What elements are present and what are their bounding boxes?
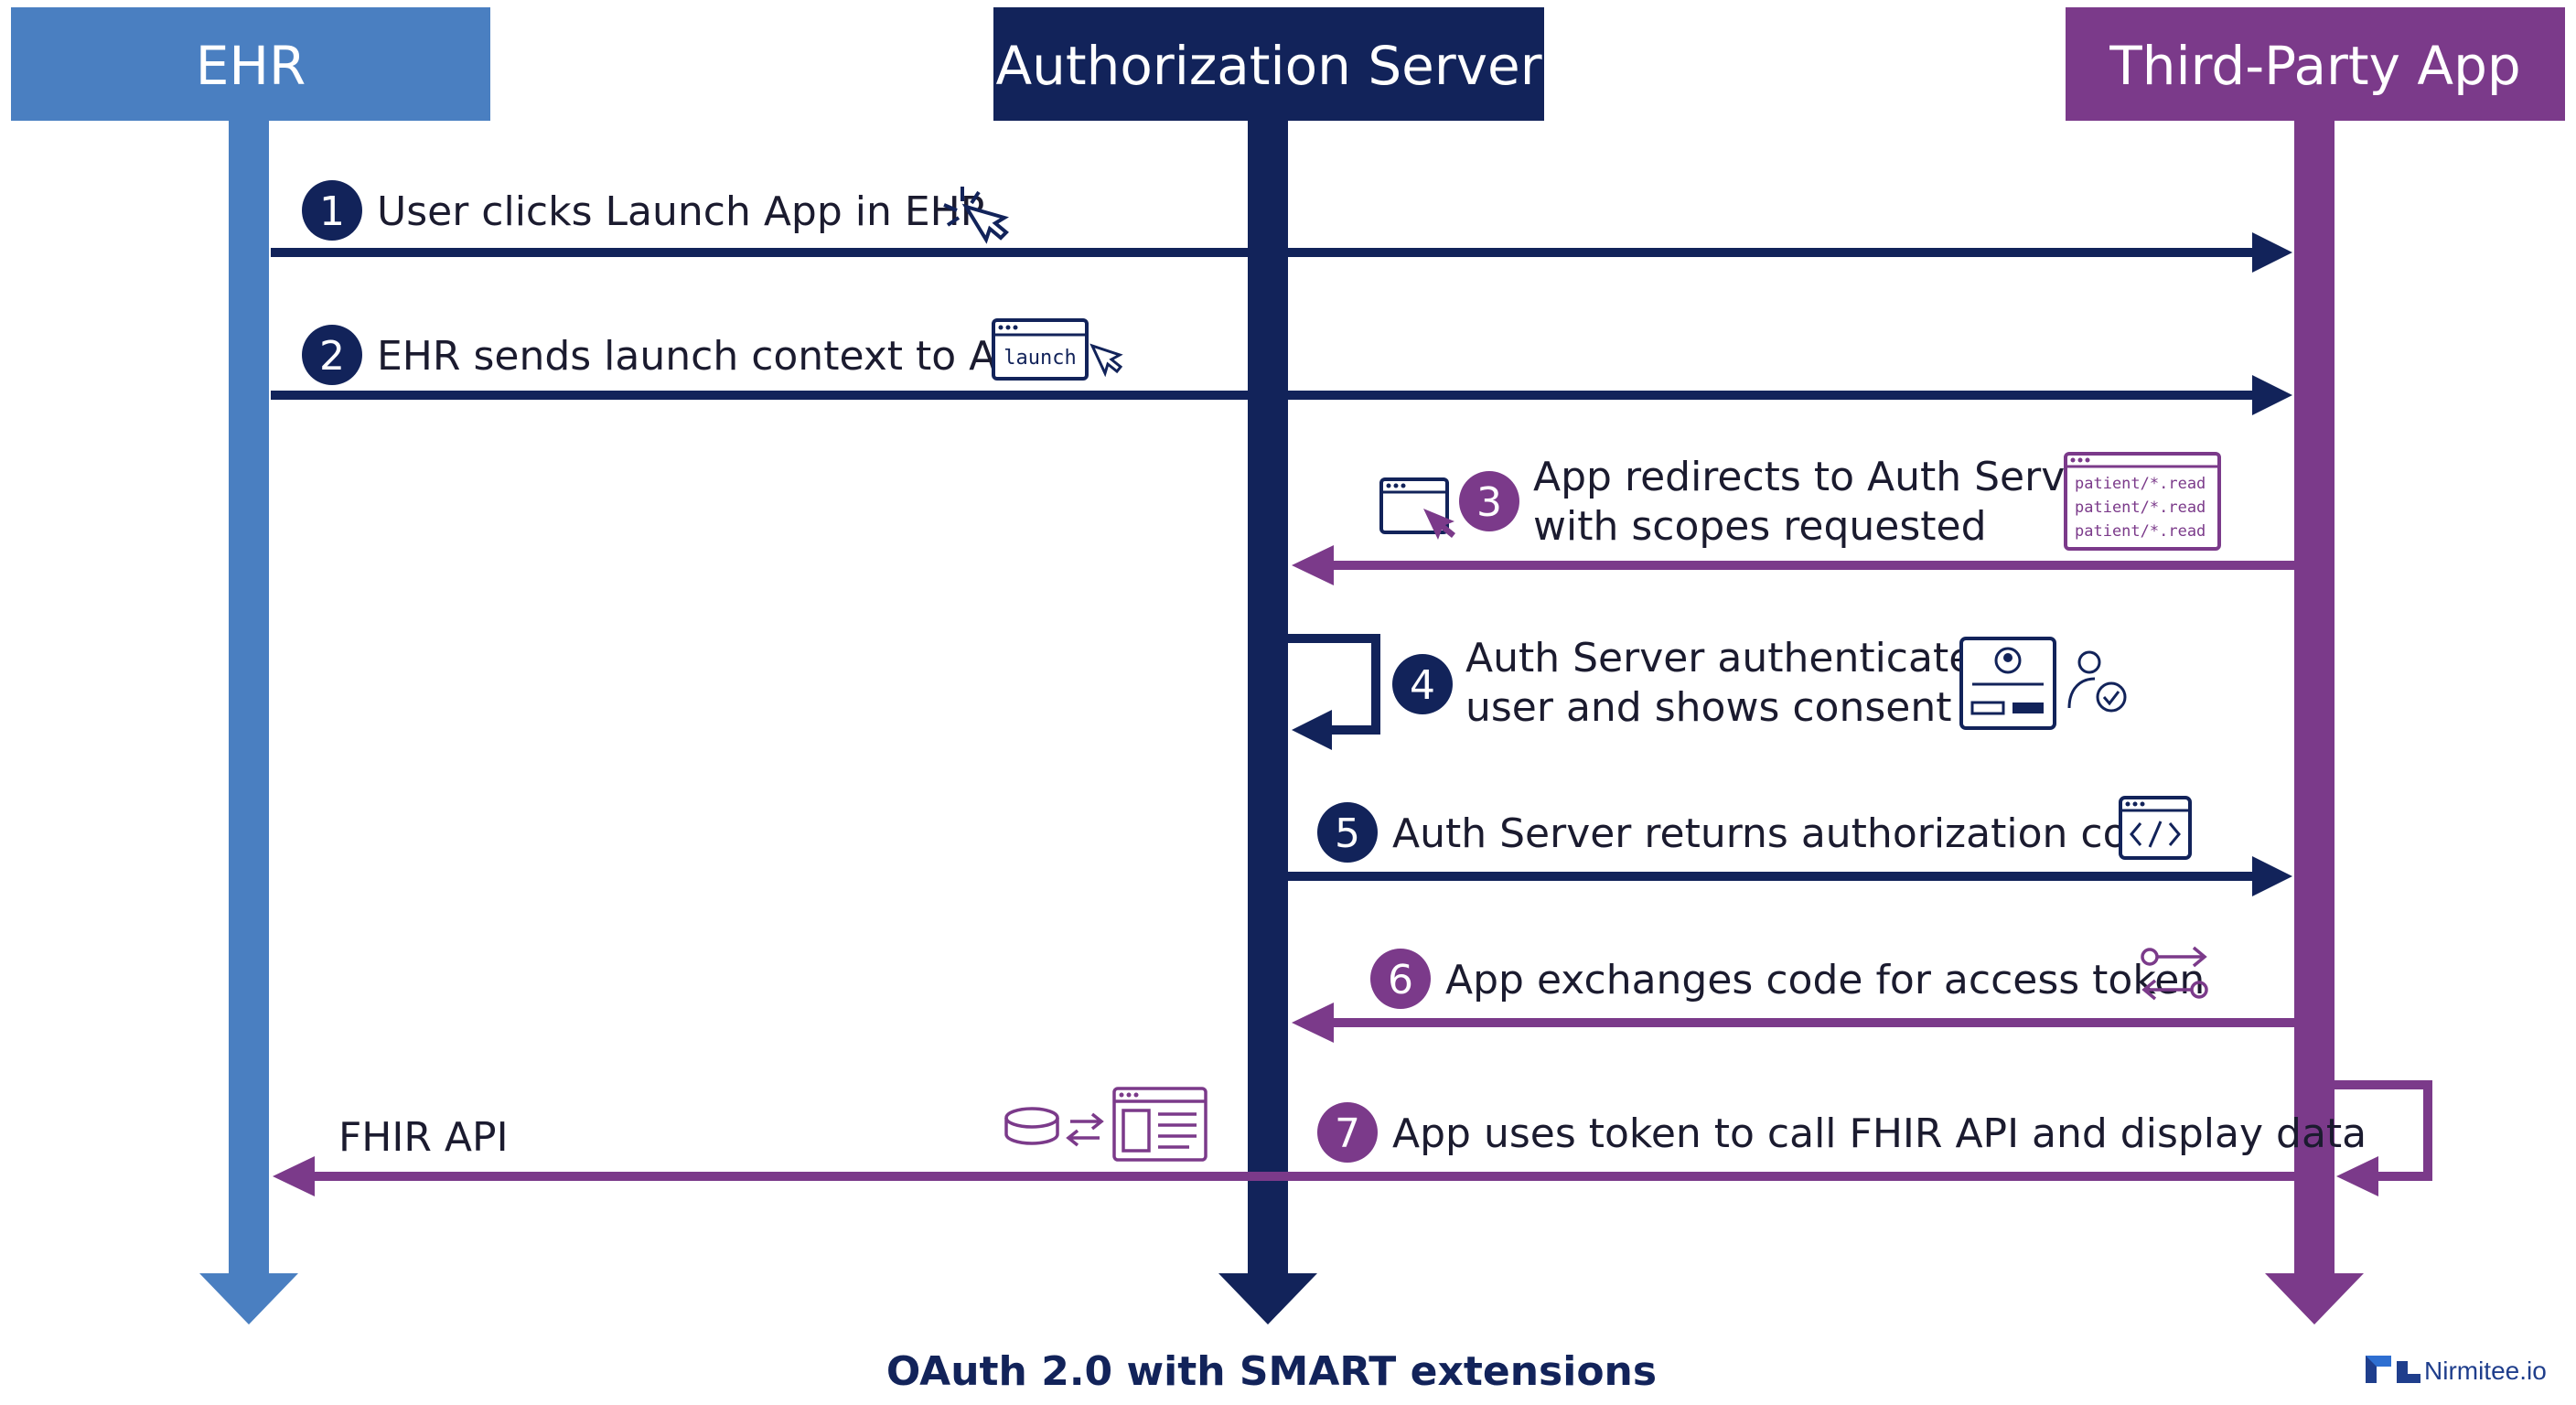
database-exchange-icon bbox=[1004, 1087, 1208, 1162]
step-6: 6 App exchanges code for access token bbox=[1292, 946, 2294, 1043]
auth-header-label: Authorization Server bbox=[995, 35, 1541, 97]
scope-line-3: patient/*.read bbox=[2075, 522, 2206, 541]
step-5-label: Auth Server returns authorization code bbox=[1392, 810, 2178, 857]
step-4-badge bbox=[1392, 654, 1453, 714]
scope-line-1: patient/*.read bbox=[2075, 475, 2206, 493]
step-1: 1 User clicks Launch App in EHR bbox=[271, 180, 2292, 273]
self-loop-arrow bbox=[2334, 1080, 2432, 1181]
step-2-number: 2 bbox=[319, 333, 345, 380]
launch-window-icon: launch bbox=[992, 318, 1123, 381]
scopes-window-icon: patient/*.read patient/*.read patient/*.… bbox=[2064, 452, 2221, 551]
step-6-number: 6 bbox=[1388, 957, 1413, 1003]
ehr-lifeline bbox=[199, 119, 298, 1325]
brand-name: Nirmitee.io bbox=[2424, 1357, 2547, 1385]
step-5: 5 Auth Server returns authorization code bbox=[1288, 796, 2292, 896]
fhir-api-label: FHIR API bbox=[338, 1114, 509, 1161]
step-7: 7 App uses token to call FHIR API and di… bbox=[273, 1080, 2432, 1196]
step-1-badge bbox=[302, 180, 362, 241]
step-3-number: 3 bbox=[1476, 479, 1502, 526]
step-2: 2 EHR sends launch context to App launch bbox=[271, 318, 2292, 415]
step-2-label: EHR sends launch context to App bbox=[377, 333, 1047, 380]
cursor-click-icon bbox=[943, 187, 1009, 244]
step-5-number: 5 bbox=[1335, 810, 1360, 857]
step-7-label: App uses token to call FHIR API and disp… bbox=[1392, 1110, 2367, 1157]
user-check-icon bbox=[2067, 650, 2127, 713]
app-header: Third-Party App bbox=[2066, 7, 2565, 121]
scope-line-2: patient/*.read bbox=[2075, 499, 2206, 517]
step-1-label: User clicks Launch App in EHR bbox=[377, 188, 988, 235]
step-3-label-line2: with scopes requested bbox=[1533, 503, 1987, 550]
step-4-label-line2: user and shows consent bbox=[1465, 684, 1951, 731]
auth-lifeline bbox=[1218, 119, 1317, 1325]
step-1-number: 1 bbox=[319, 188, 345, 235]
exchange-arrows-icon bbox=[2141, 946, 2208, 1001]
step-2-badge bbox=[302, 325, 362, 385]
step-7-number: 7 bbox=[1335, 1110, 1360, 1157]
step-6-label: App exchanges code for access token bbox=[1445, 957, 2205, 1003]
ehr-header: EHR bbox=[11, 7, 490, 121]
app-header-label: Third-Party App bbox=[2109, 35, 2520, 97]
step-4-number: 4 bbox=[1410, 662, 1435, 709]
diagram-footer: OAuth 2.0 with SMART extensions bbox=[886, 1348, 1657, 1395]
step-4-label-line1: Auth Server authenticates bbox=[1465, 635, 1994, 681]
step-4: 4 Auth Server authenticates user and sho… bbox=[1288, 634, 2127, 750]
auth-header: Authorization Server bbox=[993, 7, 1544, 121]
step-3-label-line1: App redirects to Auth Server bbox=[1533, 454, 2107, 500]
step-6-badge bbox=[1370, 949, 1431, 1009]
ehr-header-label: EHR bbox=[196, 35, 306, 97]
app-lifeline bbox=[2265, 119, 2364, 1325]
id-card-icon bbox=[1959, 637, 2056, 730]
launch-window-text: launch bbox=[1004, 347, 1076, 370]
brand-logo: Nirmitee.io bbox=[2366, 1356, 2547, 1385]
step-7-badge bbox=[1317, 1102, 1378, 1163]
browser-redirect-icon bbox=[1379, 477, 1455, 540]
step-3: 3 App redirects to Auth Server with scop… bbox=[1292, 452, 2294, 585]
step-5-badge bbox=[1317, 802, 1378, 863]
code-window-icon bbox=[2119, 796, 2192, 860]
step-3-badge bbox=[1459, 471, 1519, 531]
